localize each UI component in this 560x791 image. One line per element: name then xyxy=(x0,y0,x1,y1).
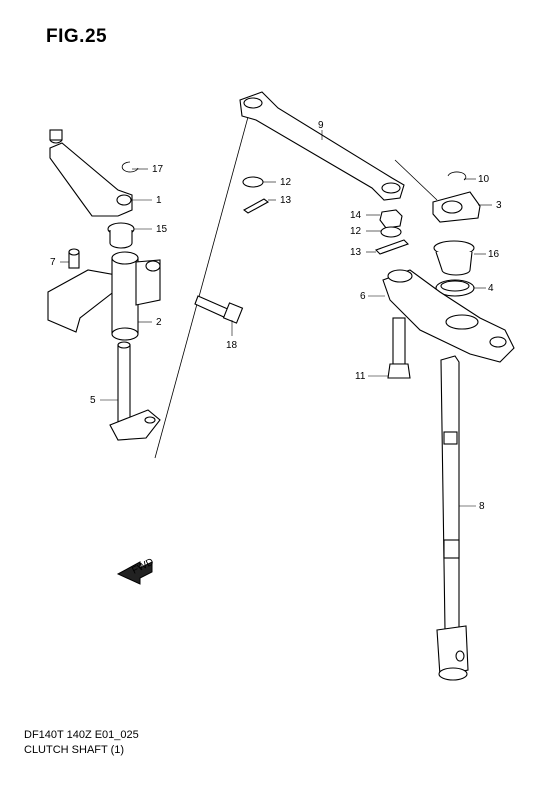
part-2-clutch-housing xyxy=(47,251,161,341)
callout-7: 7 xyxy=(50,257,56,268)
part-18-bolt xyxy=(194,295,244,324)
figure-name: CLUTCH SHAFT (1) xyxy=(24,744,125,756)
callout-18: 18 xyxy=(226,340,238,351)
callout-5: 5 xyxy=(90,395,96,406)
fwd-arrow-icon: FWD xyxy=(116,557,156,585)
callout-14: 14 xyxy=(350,210,362,221)
callout-1: 1 xyxy=(156,195,162,206)
callout-3: 3 xyxy=(496,200,502,211)
part-11-bolt xyxy=(387,317,411,379)
callout-11: 11 xyxy=(355,371,366,382)
part-1-clutch-lever xyxy=(49,129,133,217)
part-7-grease-nipple xyxy=(68,248,80,269)
part-5-clutch-shaft xyxy=(109,341,161,441)
callout-8: 8 xyxy=(479,501,485,512)
part-16-bushing xyxy=(433,240,475,276)
callout-4: 4 xyxy=(488,283,494,294)
part-8-clutch-rod xyxy=(436,355,469,681)
part-17-circlip xyxy=(121,161,139,173)
callout-10: 10 xyxy=(478,174,490,185)
part-9-link-rod xyxy=(239,91,405,201)
part-4-ring xyxy=(435,279,475,297)
part-3-lever xyxy=(432,191,481,223)
model-code: DF140T 140Z E01_025 xyxy=(24,729,139,741)
callout-6: 6 xyxy=(360,291,366,302)
callout-2: 2 xyxy=(156,317,162,328)
callout-13-left: 13 xyxy=(280,195,292,206)
callout-9: 9 xyxy=(318,120,324,131)
reference-line-right xyxy=(394,159,438,201)
reference-line xyxy=(154,94,255,459)
callout-16: 16 xyxy=(488,249,500,260)
callout-17: 17 xyxy=(152,164,164,175)
part-13-cotter-pin-left xyxy=(242,198,270,214)
leader-lines xyxy=(60,130,492,507)
part-12-washer-right xyxy=(380,226,402,238)
callout-12-right: 12 xyxy=(350,226,362,237)
part-15-bushing xyxy=(107,222,135,249)
part-14-nut xyxy=(379,209,403,229)
part-6-bracket xyxy=(382,269,515,363)
callout-12-left: 12 xyxy=(280,177,292,188)
part-12-washer-left xyxy=(242,176,264,188)
part-10-circlip xyxy=(447,171,467,181)
figure-title: FIG.25 xyxy=(46,26,108,47)
part-13-cotter-pin-right xyxy=(374,239,410,255)
callout-15: 15 xyxy=(156,224,168,235)
callout-13-right: 13 xyxy=(350,247,362,258)
